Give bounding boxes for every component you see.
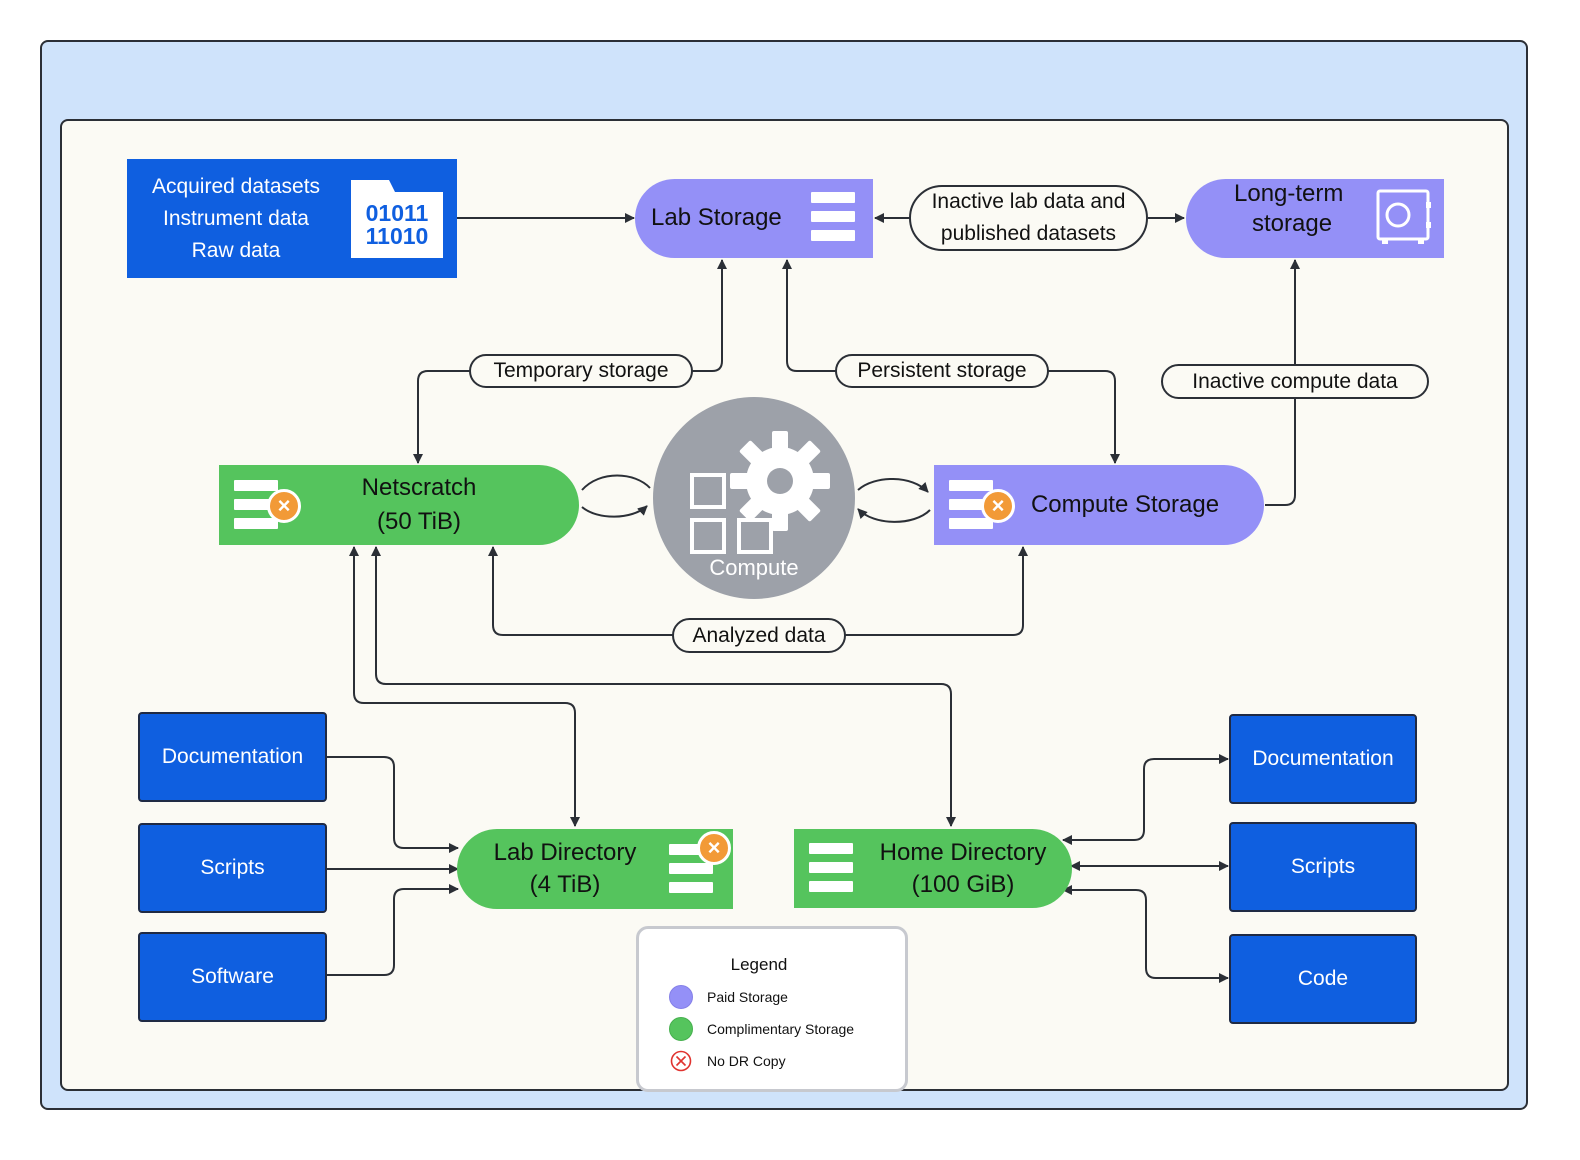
server-stack-icon — [669, 844, 713, 896]
source-line-raw: Raw data — [191, 238, 281, 262]
no-dr-swatch-icon — [669, 1049, 693, 1073]
cycle-netscratch-top — [581, 474, 651, 491]
cycle-netscratch-bottom — [581, 505, 648, 518]
binary-text-row-2: 11010 — [365, 223, 429, 249]
gear-apps-icon — [690, 431, 830, 554]
edge-home-documentation — [1062, 754, 1229, 845]
edge-label-temporary-storage: Temporary storage — [469, 354, 693, 388]
edge-temporary-up — [692, 259, 727, 372]
binary-file-icon: 01011 11010 — [351, 180, 443, 258]
right-code-box[interactable]: Code — [1229, 934, 1417, 1024]
home-directory-label: Home Directory — [879, 838, 1047, 866]
netscratch-label: Netscratch — [361, 474, 477, 501]
lab-directory-size: (4 TiB) — [529, 871, 601, 898]
compute-label: Compute — [709, 555, 799, 580]
legend-box: Legend Paid Storage Complimentary Storag… — [636, 926, 908, 1092]
long-term-label-1: Long-term — [1234, 180, 1344, 207]
server-stack-icon — [234, 480, 278, 532]
cycle-compute-top — [857, 478, 929, 493]
edge-documentation-lab-directory — [327, 756, 459, 853]
compute-node[interactable]: Compute — [653, 397, 855, 599]
right-code-label: Code — [1297, 967, 1349, 990]
legend-item-complimentary: Complimentary Storage — [669, 1017, 854, 1041]
right-scripts-label: Scripts — [1290, 855, 1356, 878]
legend-item-paid: Paid Storage — [669, 985, 788, 1009]
no-dr-copy-icon: × — [981, 489, 1015, 523]
no-dr-copy-icon: × — [267, 489, 301, 523]
compute-storage-label: Compute Storage — [1030, 490, 1220, 518]
left-scripts-box[interactable]: Scripts — [138, 823, 327, 913]
complimentary-swatch-icon — [669, 1017, 693, 1041]
edge-software-lab-directory — [327, 884, 459, 976]
edge-netscratch-lab-directory — [349, 546, 580, 827]
edge-home-code — [1062, 885, 1229, 983]
no-dr-copy-icon: × — [697, 831, 731, 865]
legend-complimentary-label: Complimentary Storage — [707, 1021, 855, 1037]
source-line-instrument: Instrument data — [163, 206, 309, 230]
server-stack-icon — [949, 480, 993, 532]
edge-compute-storage-to-label — [1265, 398, 1296, 506]
legend-title: Legend — [730, 955, 788, 974]
legend-no-dr-label: No DR Copy — [707, 1053, 786, 1069]
left-software-label: Software — [191, 965, 274, 988]
lab-directory-label: Lab Directory — [493, 839, 637, 866]
long-term-label-2: storage — [1252, 210, 1333, 237]
edge-label-inactive-lab-data: Inactive lab data and published datasets — [909, 185, 1148, 251]
vault-icon — [1374, 188, 1434, 248]
edge-persistent-up — [782, 259, 836, 372]
left-documentation-label: Documentation — [161, 745, 304, 768]
server-stack-icon — [809, 843, 853, 895]
edge-label-analyzed-data: Analyzed data — [672, 618, 846, 653]
netscratch-size: (50 TiB) — [376, 508, 462, 535]
binary-text-row-1: 01011 — [365, 200, 429, 226]
edge-persistent-down — [1048, 370, 1120, 464]
edge-temporary-down — [413, 370, 470, 464]
left-documentation-box[interactable]: Documentation — [138, 712, 327, 802]
legend-item-no-dr: No DR Copy — [669, 1049, 786, 1073]
right-scripts-box[interactable]: Scripts — [1229, 822, 1417, 912]
inactive-compute-text: Inactive compute data — [1192, 369, 1398, 393]
right-documentation-box[interactable]: Documentation — [1229, 714, 1417, 804]
analyzed-data-text: Analyzed data — [692, 623, 826, 647]
cycle-compute-bottom — [857, 508, 931, 523]
edge-label-persistent-storage: Persistent storage — [835, 354, 1049, 388]
paid-swatch-icon — [669, 985, 693, 1009]
temporary-storage-text: Temporary storage — [493, 359, 669, 383]
edge-label-inactive-compute-data: Inactive compute data — [1161, 364, 1429, 399]
source-line-acquired: Acquired datasets — [151, 174, 321, 198]
left-scripts-label: Scripts — [200, 856, 265, 879]
right-documentation-label: Documentation — [1252, 747, 1394, 770]
edge-analyzed-right — [845, 546, 1028, 636]
edge-netscratch-home-directory — [371, 546, 956, 827]
inactive-lab-line-2: published datasets — [940, 222, 1117, 245]
persistent-storage-text: Persistent storage — [857, 359, 1027, 383]
legend-paid-label: Paid Storage — [707, 989, 788, 1005]
source-datasets-box[interactable]: Acquired datasets Instrument data Raw da… — [127, 159, 457, 278]
home-directory-size: (100 GiB) — [911, 870, 1015, 898]
server-stack-icon — [811, 192, 855, 244]
inactive-lab-line-1: Inactive lab data and — [931, 190, 1126, 213]
edge-analyzed-left — [488, 546, 673, 636]
left-software-box[interactable]: Software — [138, 932, 327, 1022]
lab-storage-label: Lab Storage — [651, 204, 782, 232]
